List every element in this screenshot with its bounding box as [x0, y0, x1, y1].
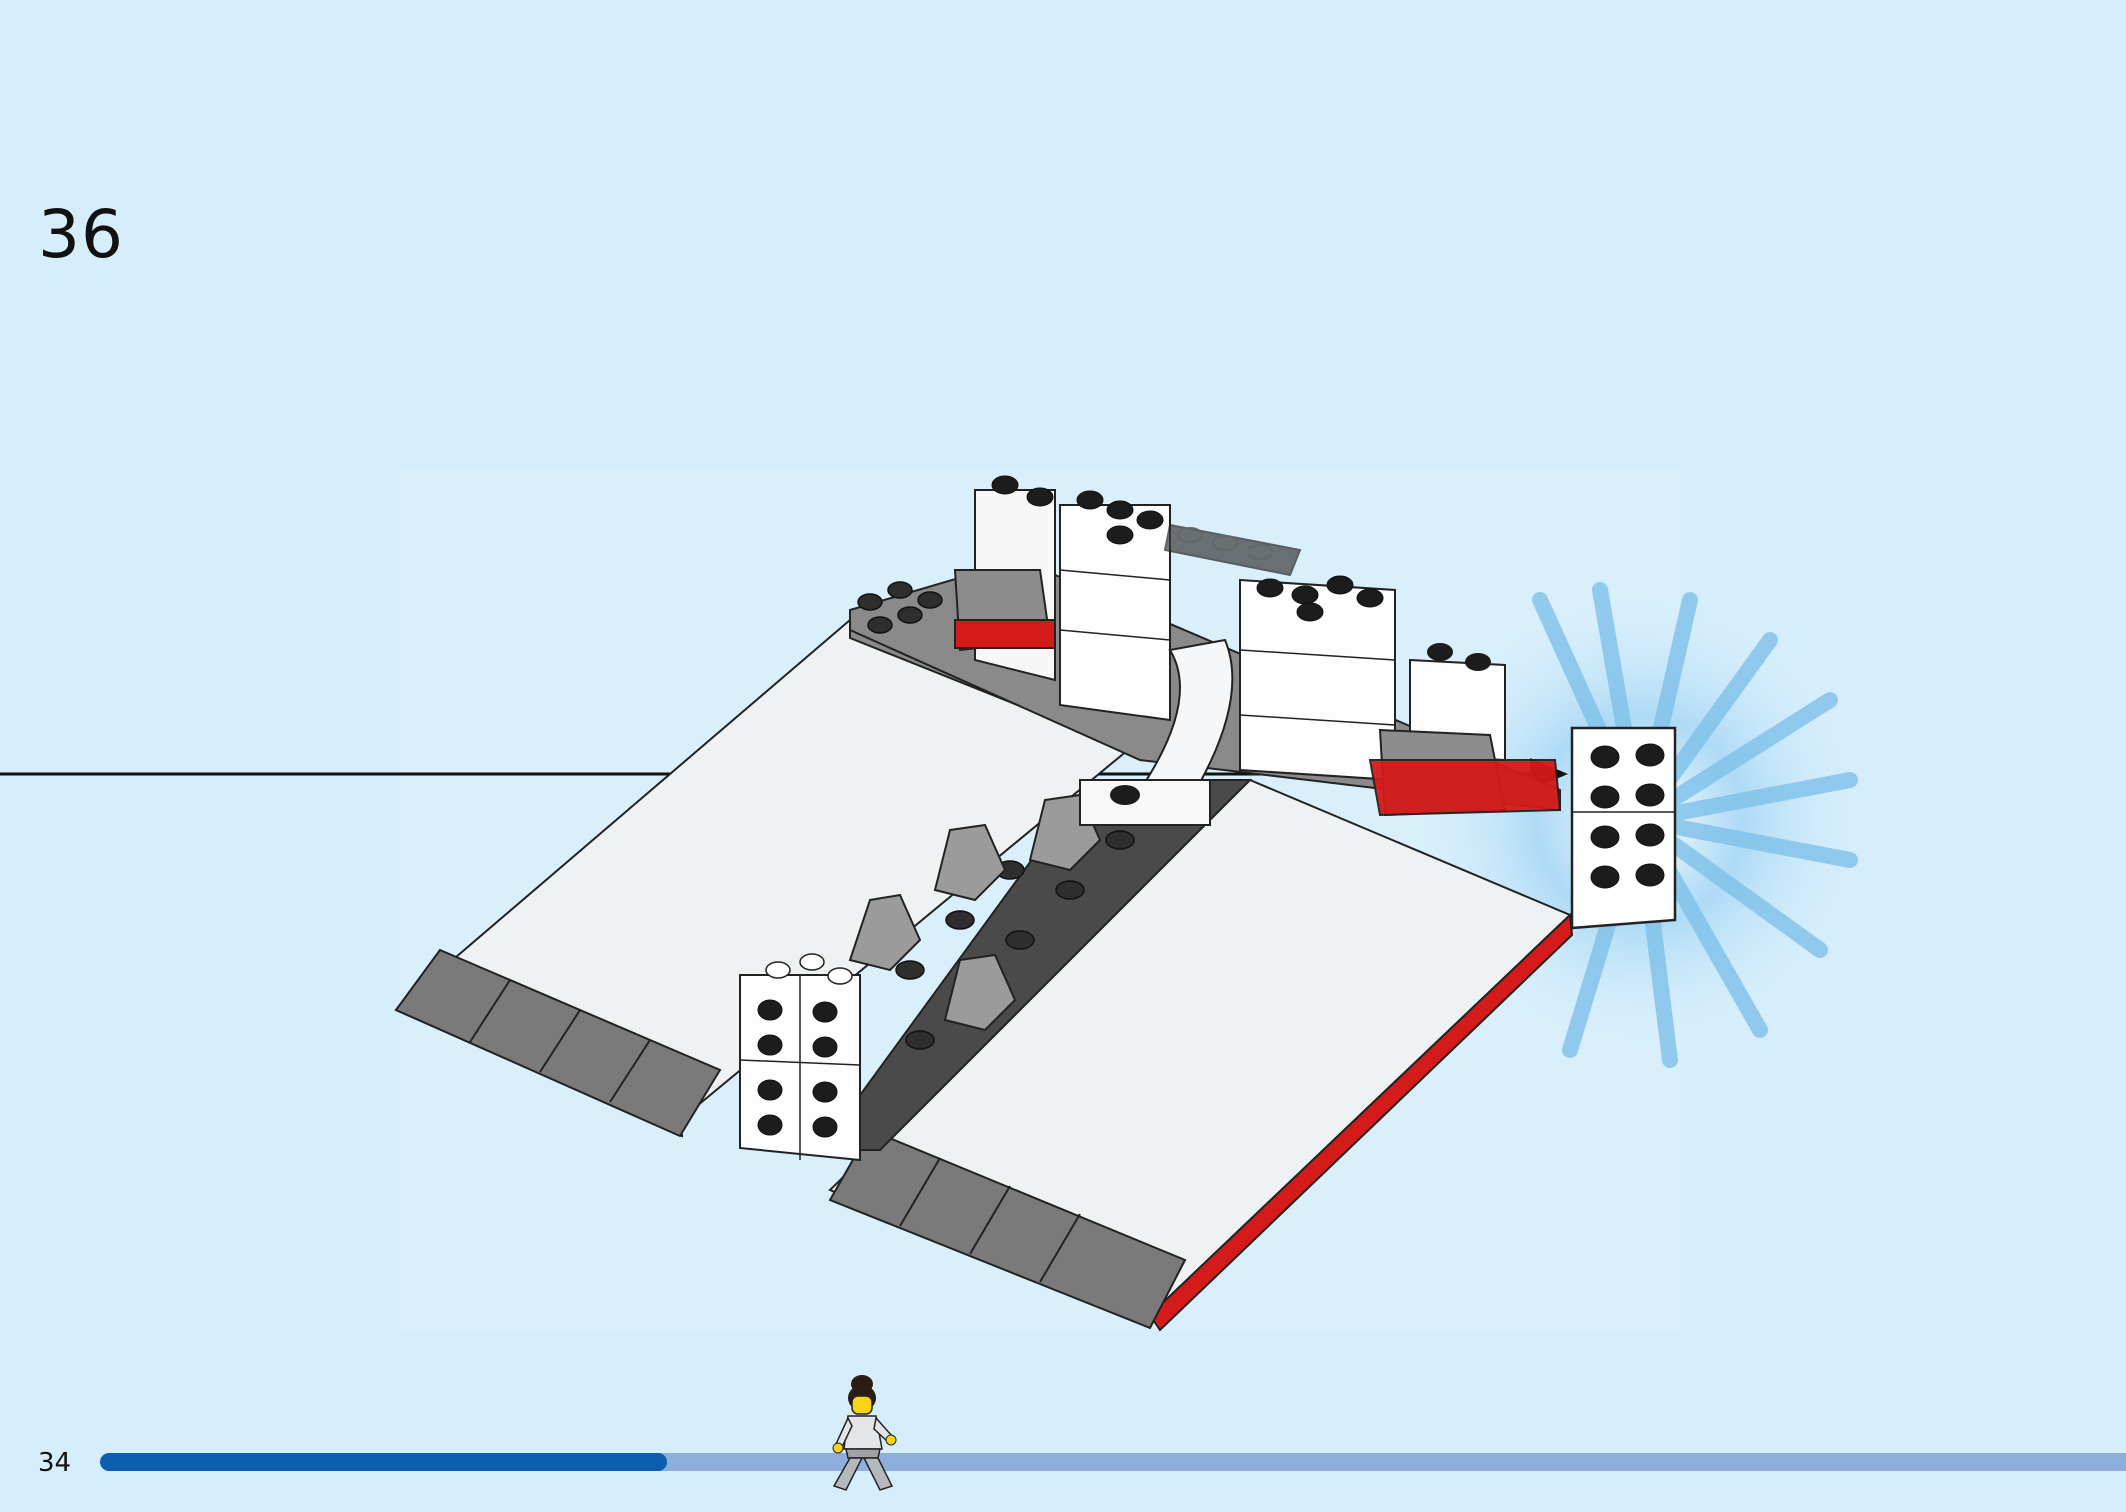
- progress-bar: [100, 1453, 2126, 1471]
- highlighted-brick: [1570, 726, 1677, 930]
- right-base-plate: [828, 778, 1574, 1332]
- white-arch: [1079, 638, 1234, 826]
- left-white-tower: [953, 475, 1171, 722]
- center-channel: [818, 779, 1253, 1151]
- progress-bar-fill: [100, 1453, 667, 1471]
- page-number: 34: [38, 1448, 72, 1478]
- minifigure-icon: [832, 1375, 897, 1491]
- right-white-tower: [1239, 575, 1562, 817]
- bridge-plate: [1163, 523, 1302, 577]
- step-number: 36: [38, 196, 124, 273]
- front-left-brick: [739, 953, 861, 1162]
